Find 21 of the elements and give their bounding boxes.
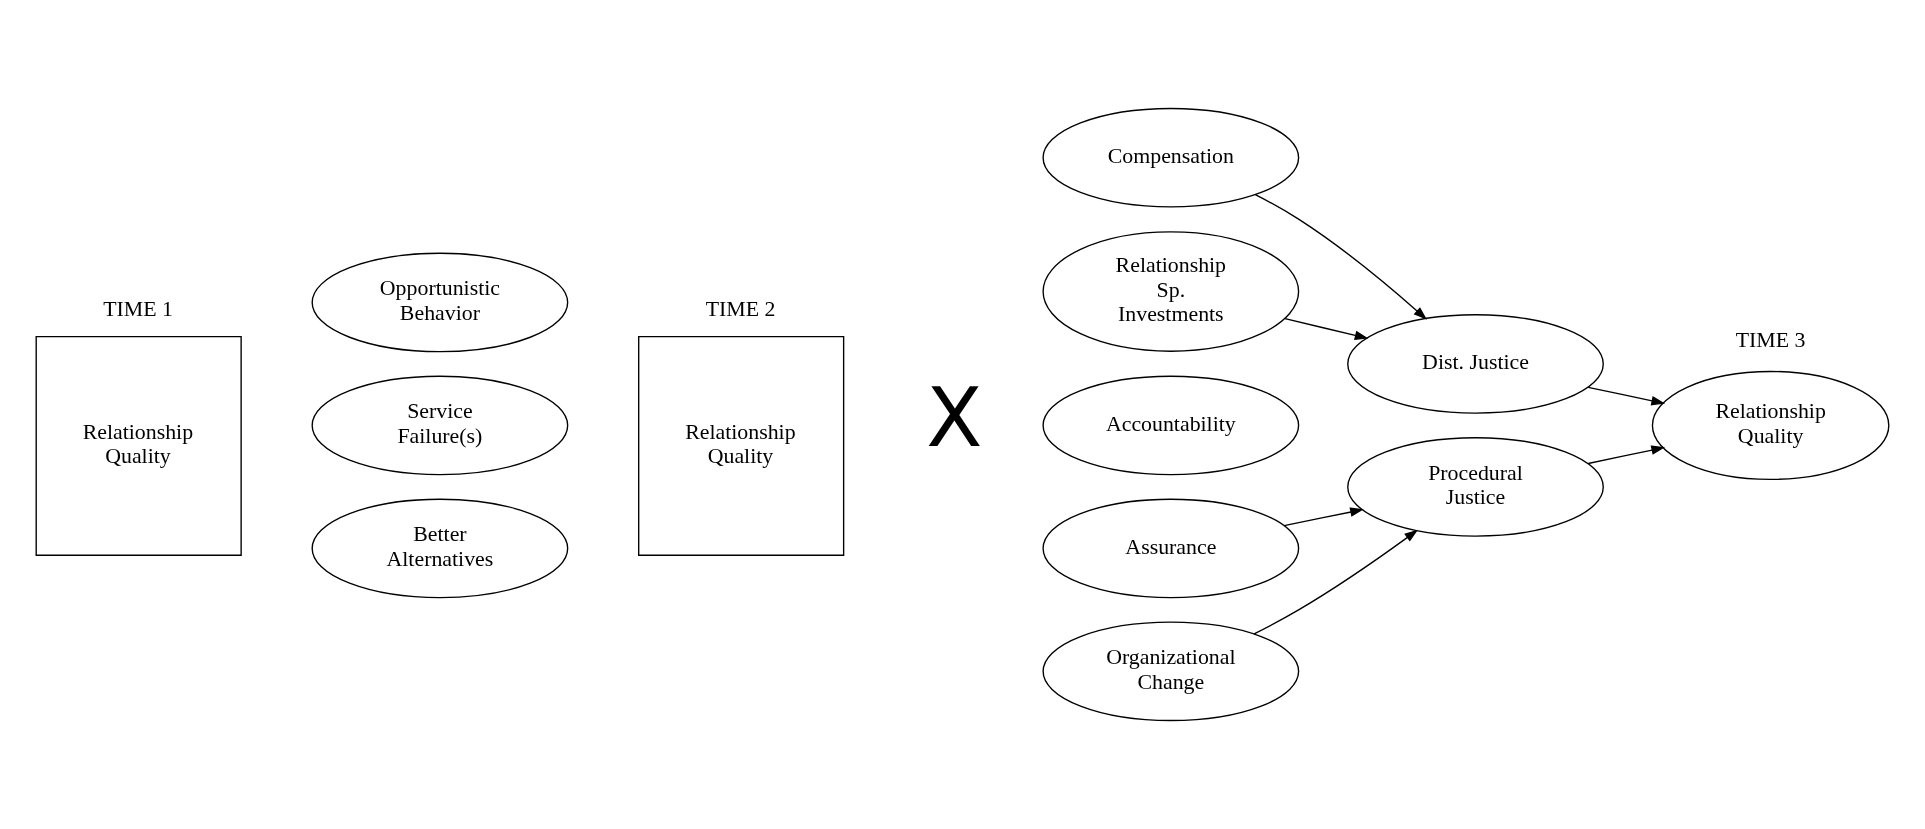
node-label: TIME 1 xyxy=(103,296,173,321)
arrow xyxy=(1587,445,1666,465)
node-ellipse: Relationship Sp. Investments xyxy=(1042,231,1300,352)
node-ellipse: Accountability xyxy=(1042,375,1300,476)
node-ellipse: Service Failure(s) xyxy=(311,375,569,476)
arrow xyxy=(1587,386,1666,406)
node-ellipse: Organizational Change xyxy=(1042,621,1300,722)
node-box: Relationship Quality xyxy=(35,335,242,556)
node-ellipse: Dist. Justice xyxy=(1347,314,1604,414)
node-label: TIME 2 xyxy=(705,296,776,321)
node-ellipse: Opportunistic Behavior xyxy=(311,252,569,353)
arrow xyxy=(1283,507,1364,527)
node-box: Relationship Quality xyxy=(638,335,845,556)
arrow xyxy=(1254,193,1428,320)
arrow xyxy=(1253,529,1419,635)
node-ellipse: Compensation xyxy=(1042,107,1300,208)
node-label: TIME 3 xyxy=(1735,328,1806,353)
label: X xyxy=(926,369,983,465)
node-ellipse: Better Alternatives xyxy=(311,498,569,599)
arrow xyxy=(1284,317,1369,341)
node-ellipse: Assurance xyxy=(1042,498,1300,599)
